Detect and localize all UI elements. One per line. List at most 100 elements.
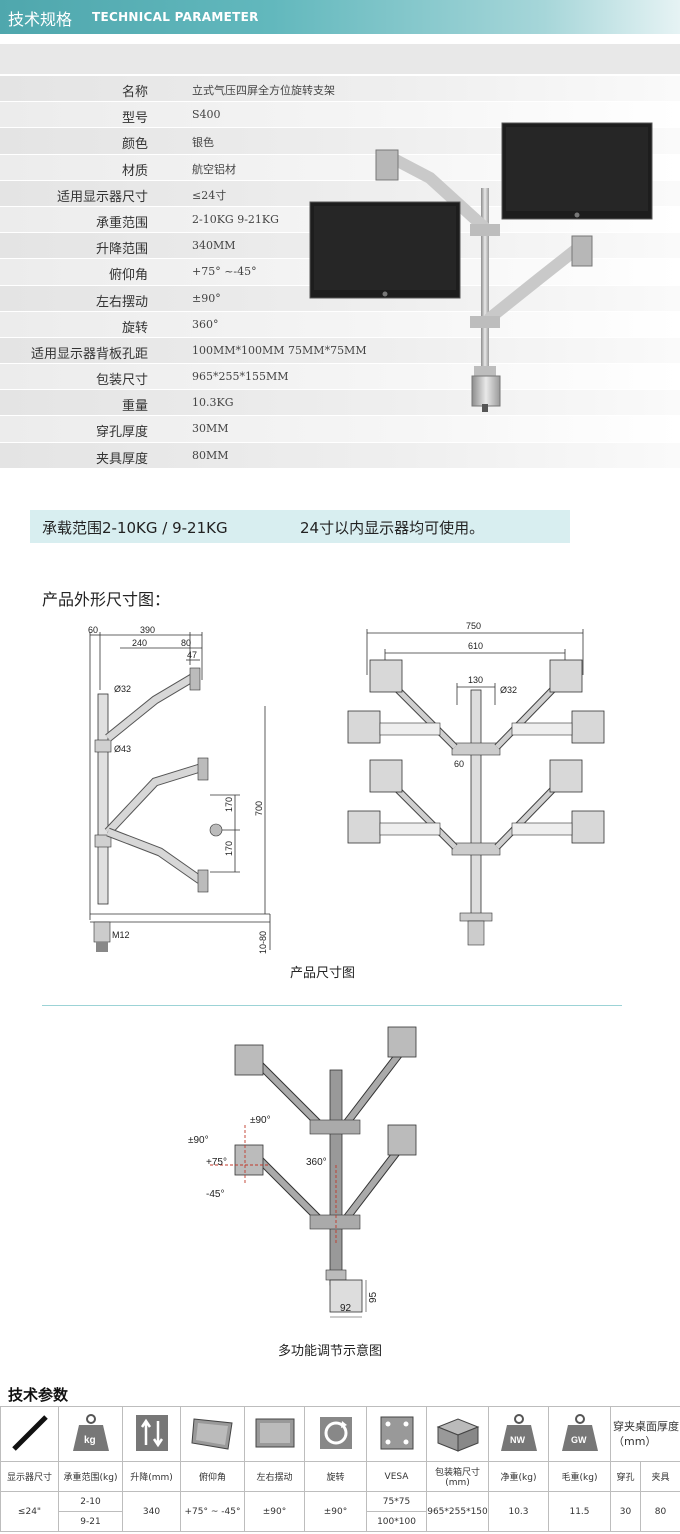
table-top-band [0, 44, 680, 74]
swing-label-top: ±90° [250, 1115, 271, 1126]
spec-row: 夹具厚度 80MM [0, 442, 680, 469]
divider [42, 1005, 622, 1006]
dim-front-d32: Ø32 [500, 685, 517, 695]
spec-value: 340MM [192, 239, 236, 253]
nw-text: NW [510, 1435, 525, 1445]
spec-row: 适用显示器背板孔距 100MM*100MM 75MM*75MM [0, 337, 680, 365]
vesa-icon [380, 1416, 413, 1449]
label-clamp: 夹具 [640, 1461, 680, 1492]
adjustment-drawing: ±90° ±90° +75° -45° 360° 95 92 [188, 1026, 417, 1318]
dim-m12: M12 [112, 930, 130, 940]
dim-700: 700 [254, 801, 264, 816]
spec-value: ±90° [192, 291, 221, 305]
dim-80: 80 [181, 638, 191, 648]
value-gw: 11.5 [548, 1491, 611, 1532]
label-screen: 显示器尺寸 [0, 1461, 59, 1492]
value-lift: 340 [122, 1491, 181, 1532]
dim-95: 95 [368, 1291, 379, 1303]
value-load-a: 2-10 [58, 1491, 123, 1512]
box-icon [436, 1417, 479, 1452]
label-lift: 升降(mm) [122, 1461, 181, 1492]
dim-d32: Ø32 [114, 684, 131, 694]
dim-610: 610 [468, 641, 483, 651]
value-screen: ≤24" [0, 1491, 59, 1532]
side-dimension-drawing: 60 390 240 80 47 Ø32 Ø43 170 170 700 M12… [88, 625, 271, 954]
spec-key: 夹具厚度 [95, 451, 148, 467]
spec-value: 30MM [192, 422, 229, 436]
product-photo [309, 122, 653, 412]
banner-size: 24寸以内显示器均可使用。 [300, 519, 485, 537]
spec-key: 左右摆动 [95, 294, 148, 310]
spec-key: 升降范围 [95, 242, 148, 258]
spec-value: 965*255*155MM [192, 370, 289, 384]
dim-47: 47 [187, 650, 197, 660]
spec-key: 材质 [121, 163, 148, 179]
dim-10-80: 10-80 [258, 931, 268, 954]
dim-750: 750 [466, 621, 481, 631]
spec-value: +75° ~-45° [192, 265, 257, 279]
spec-key: 重量 [121, 399, 148, 415]
load-banner: 承载范围2-10KG / 9-21KG 24寸以内显示器均可使用。 [30, 510, 570, 543]
dimension-section-title: 产品外形尺寸图： [42, 590, 171, 609]
dim-390: 390 [140, 625, 155, 635]
header-title-zh: 技术规格 [8, 10, 73, 29]
spec-value: 2-10KG 9-21KG [192, 212, 279, 226]
front-dimension-drawing: 750 610 130 Ø32 60 [347, 621, 605, 946]
screen-size-cell [0, 1406, 59, 1462]
dim-170b: 170 [224, 841, 234, 856]
spec-value: 立式气压四屏全方位旋转支架 [192, 84, 335, 97]
dim-d43: Ø43 [114, 744, 131, 754]
rotate-label: 360° [306, 1157, 327, 1168]
nw-icon: NW [500, 1413, 537, 1451]
desk-thickness-note: 穿夹桌面厚度（mm） [610, 1406, 680, 1462]
spec-key: 包装尺寸 [95, 373, 148, 389]
tilt-down-label: -45° [206, 1189, 224, 1200]
lift-icon [135, 1414, 168, 1451]
value-vesa-b: 100*100 [366, 1511, 427, 1532]
spec-row: 包装尺寸 965*255*155MM [0, 364, 680, 391]
label-swivel: 左右摆动 [244, 1461, 305, 1492]
value-hole: 30 [610, 1491, 641, 1532]
value-vesa-a: 75*75 [366, 1491, 427, 1512]
value-nw: 10.3 [488, 1491, 549, 1532]
spec-value: ≤24寸 [192, 188, 227, 202]
value-box: 965*255*150 [426, 1491, 489, 1532]
value-rotate: ±90° [304, 1491, 367, 1532]
spec-value: 360° [192, 317, 219, 331]
tilt-up-label: +75° [206, 1157, 227, 1168]
value-load-b: 9-21 [58, 1511, 123, 1532]
screen-size-icon [11, 1414, 48, 1451]
spec-value: 航空铝材 [192, 162, 236, 176]
value-swivel: ±90° [244, 1491, 305, 1532]
banner-load: 承载范围2-10KG / 9-21KG [42, 519, 228, 537]
rotate-icon [319, 1416, 352, 1449]
spec-key: 穿孔厚度 [95, 425, 148, 441]
label-box: 包装箱尺寸 (mm) [426, 1461, 489, 1492]
spec-value: 100MM*100MM 75MM*75MM [192, 343, 367, 357]
label-load: 承重范围(kg) [58, 1461, 123, 1492]
swivel-icon [255, 1418, 294, 1447]
spec-key: 适用显示器背板孔距 [30, 346, 148, 362]
label-nw: 净重(kg) [488, 1461, 549, 1492]
kg-weight-icon: kg [72, 1413, 109, 1451]
header-title-en: TECHNICAL PARAMETER [92, 10, 259, 24]
spec-row: 重量 10.3KG [0, 390, 680, 417]
spec-row: 穿孔厚度 30MM [0, 416, 680, 443]
spec-key: 俯仰角 [108, 268, 148, 284]
spec-key: 颜色 [121, 137, 148, 153]
section-header: 技术规格 TECHNICAL PARAMETER [0, 0, 680, 34]
kg-text: kg [84, 1435, 96, 1446]
label-gw: 毛重(kg) [548, 1461, 611, 1492]
spec-row: 旋转 360° [0, 311, 680, 338]
spec-value: S400 [192, 108, 221, 122]
dim-92: 92 [340, 1303, 352, 1314]
spec-key: 旋转 [121, 320, 148, 336]
value-tilt: +75° ~ -45° [180, 1491, 245, 1532]
spec-key: 适用显示器尺寸 [56, 189, 148, 205]
spec-value: 10.3KG [192, 396, 234, 410]
dim-240: 240 [132, 638, 147, 648]
gw-icon: GW [561, 1413, 598, 1451]
spec-value: 80MM [192, 448, 229, 462]
spec-key: 型号 [121, 111, 148, 127]
dim-170a: 170 [224, 797, 234, 812]
